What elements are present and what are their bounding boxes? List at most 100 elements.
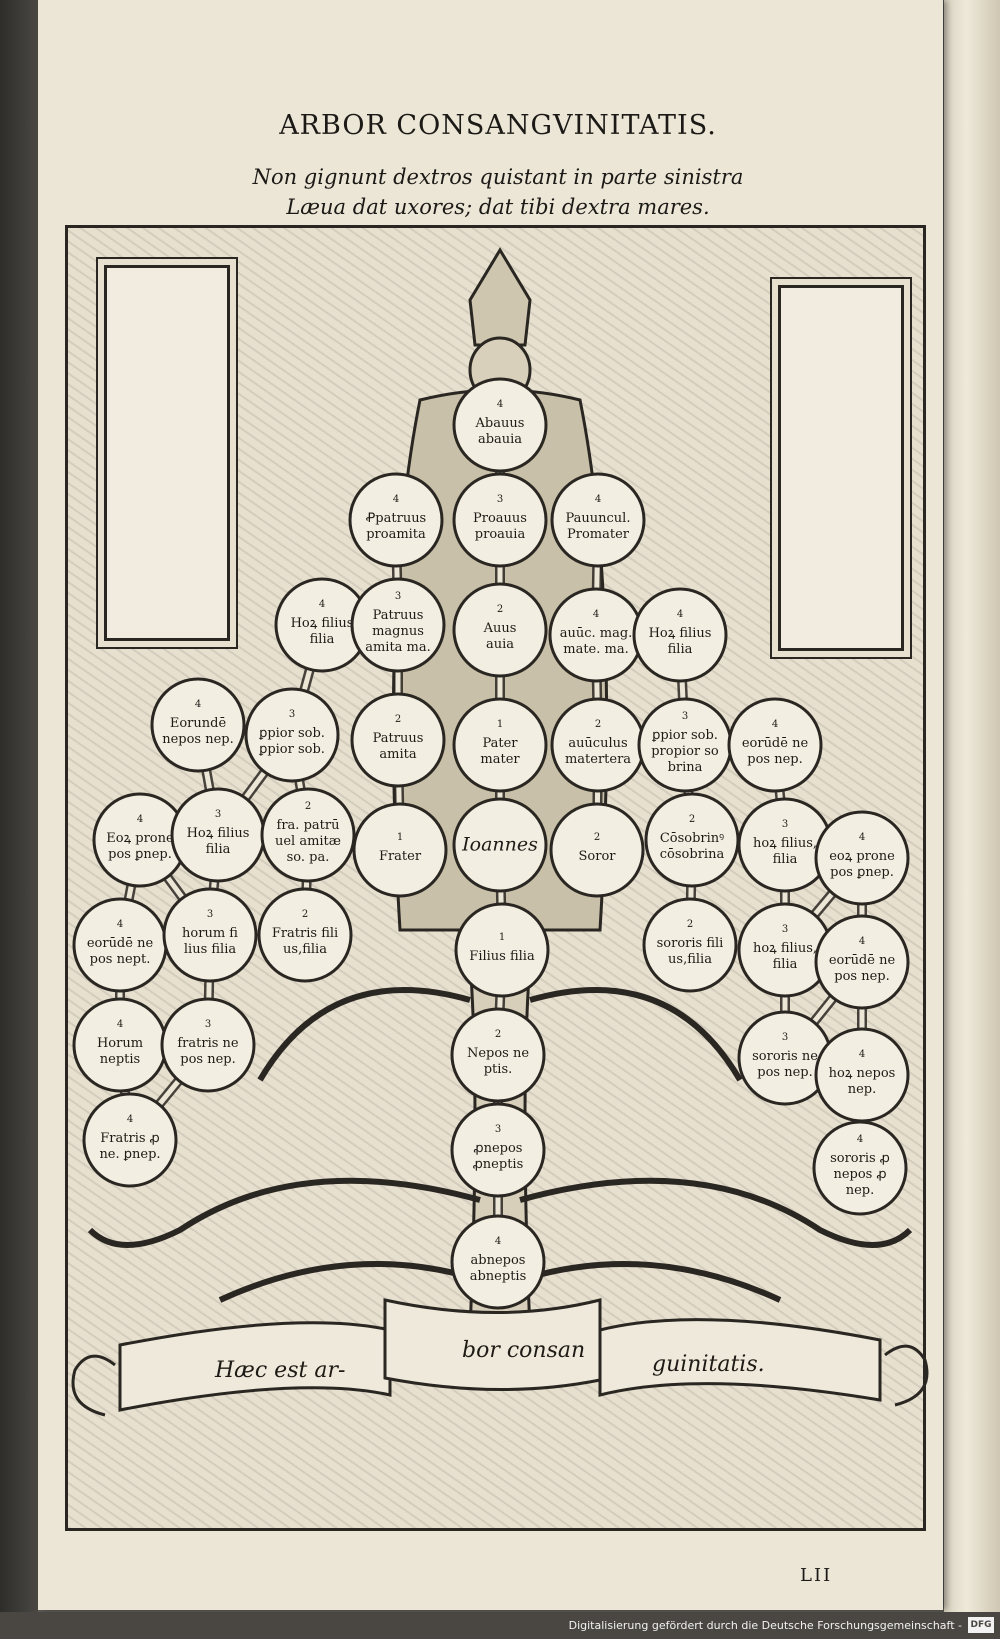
kinship-label: Ꝓpatruus — [366, 511, 426, 526]
vine-branch — [529, 987, 743, 1082]
kinship-label: Abauus — [475, 416, 525, 431]
kinship-circle — [350, 692, 446, 788]
kinship-label: hoꝝ nepos — [829, 1066, 896, 1081]
kinship-label: amita ma. — [365, 640, 431, 655]
kinship-label: matertera — [565, 752, 631, 767]
kinship-label: Eoꝝ prone — [106, 831, 174, 846]
kinship-label: eorūdē ne — [829, 953, 896, 968]
banner-text-middle: bor consan — [462, 1338, 586, 1363]
kinship-circle — [632, 587, 728, 683]
kinship-degree: 4 — [857, 1134, 863, 1145]
kinship-label: hoꝝ filius, — [753, 941, 817, 956]
page-title: ARBOR CONSANGVINITATIS. — [279, 110, 717, 141]
kinship-label: uel amitæ — [275, 834, 341, 849]
kinship-label: filia — [206, 842, 231, 857]
kinship-label: pos ꝑnep. — [108, 847, 172, 862]
kinship-label: nepos ꝓ — [833, 1167, 886, 1182]
kinship-circle — [454, 902, 550, 998]
kinship-label: magnus — [372, 624, 424, 639]
kinship-label: pos nep. — [834, 969, 889, 984]
kinship-label: ꝑpior sob. — [258, 742, 325, 757]
kinship-circle — [260, 787, 356, 883]
kinship-degree: 1 — [397, 832, 403, 843]
kinship-degree: 3 — [215, 809, 221, 820]
vine-branch — [257, 987, 471, 1082]
kinship-label: sororis ꝓ — [830, 1151, 890, 1166]
kinship-label: brina — [668, 760, 703, 775]
kinship-label: abauia — [478, 432, 522, 447]
kinship-degree: 3 — [207, 909, 213, 920]
kinship-label: cōsobrina — [660, 847, 725, 862]
kinship-label: mate. ma. — [563, 642, 628, 657]
kinship-degree: 3 — [682, 711, 688, 722]
kinship-circle — [450, 1214, 546, 1310]
kinship-degree: 2 — [595, 719, 601, 730]
kinship-label: hoꝝ filius, — [753, 836, 817, 851]
kinship-label: auia — [486, 637, 514, 652]
kinship-degree: 2 — [495, 1029, 501, 1040]
kinship-label: fra. patrū — [277, 818, 340, 833]
kinship-label: sororis ne — [752, 1049, 818, 1064]
kinship-circle — [160, 997, 256, 1093]
kinship-label: amita — [379, 747, 416, 762]
kinship-label: Fratris ꝓ — [100, 1131, 159, 1146]
kinship-label: Eorundē — [170, 716, 227, 731]
kinship-circle — [452, 797, 548, 893]
kinship-label: ne. ꝑnep. — [99, 1147, 160, 1162]
kinship-circle — [452, 582, 548, 678]
kinship-degree: 1 — [499, 932, 505, 943]
kinship-circle — [257, 887, 353, 983]
kinship-label: Frater — [379, 849, 422, 864]
kinship-circle — [549, 802, 645, 898]
folio-number: LII — [800, 1565, 833, 1586]
kinship-label: pos nep. — [747, 752, 802, 767]
digitization-footer: Digitalisierung gefördert durch die Deut… — [0, 1612, 1000, 1639]
kinship-label: Fratris fili — [272, 926, 338, 941]
kinship-label: proauia — [475, 527, 526, 542]
vine-branch — [519, 1177, 913, 1248]
kinship-degree: 4 — [497, 399, 503, 410]
left-cartouche — [104, 265, 230, 641]
kinship-label: ꝑpior sob. — [258, 726, 325, 741]
kinship-label: Soror — [579, 849, 617, 864]
kinship-degree: 2 — [395, 714, 401, 725]
kinship-circle — [814, 914, 910, 1010]
kinship-circle — [814, 810, 910, 906]
kinship-label: Nepos ne — [467, 1046, 529, 1061]
kinship-degree: 2 — [689, 814, 695, 825]
vine-branch — [87, 1177, 481, 1248]
kinship-circle — [350, 577, 446, 673]
kinship-degree: 4 — [117, 919, 123, 930]
kinship-degree: 1 — [497, 719, 503, 730]
kinship-label: mater — [480, 752, 520, 767]
kinship-degree: 3 — [782, 819, 788, 830]
kinship-circle — [82, 1092, 178, 1188]
kinship-label: auūculus — [568, 736, 627, 751]
kinship-label: us,filia — [668, 952, 712, 967]
kinship-label: eoꝝ prone — [829, 849, 895, 864]
kinship-label: pos nep. — [757, 1065, 812, 1080]
kinship-label: pos nep. — [180, 1052, 235, 1067]
kinship-label: filia — [773, 957, 798, 972]
kinship-circle — [450, 1102, 546, 1198]
kinship-degree: 4 — [137, 814, 143, 825]
kinship-label: nepos nep. — [162, 732, 234, 747]
kinship-circle — [727, 697, 823, 793]
kinship-circle — [162, 887, 258, 983]
kinship-degree: 2 — [305, 801, 311, 812]
